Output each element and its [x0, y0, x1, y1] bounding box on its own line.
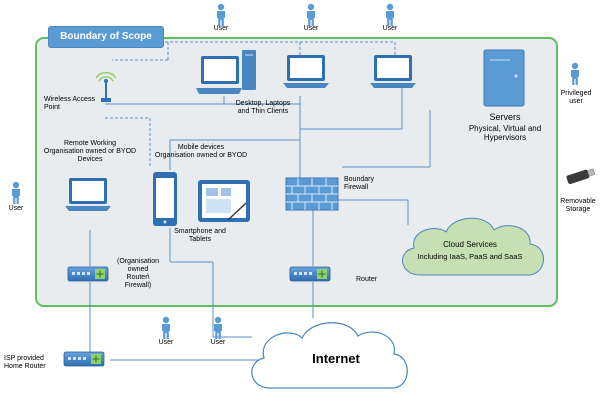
user-icon [307, 3, 315, 27]
servers-title: Servers [489, 112, 521, 122]
boundary-title: Boundary of Scope [48, 26, 164, 48]
laptop-icon [283, 55, 329, 88]
router-label: Router [356, 276, 378, 283]
cloud-icon [402, 217, 544, 276]
router-icon [63, 351, 105, 367]
user-icon [162, 316, 170, 339]
usb-storage-icon [566, 168, 596, 185]
servers-subtitle: Physical, Virtual and Hypervisors [468, 124, 542, 143]
smartphone-tablets-label: Smartphone and Tablets [174, 228, 226, 244]
user-icon [12, 181, 20, 204]
connections [89, 86, 431, 361]
user-icon [214, 316, 222, 339]
privileged-user-label: Privileged user [560, 90, 592, 106]
wireless-ap-label: Wireless Access Point [44, 96, 95, 112]
user-label: User [8, 205, 24, 212]
internet-label: Internet [312, 351, 360, 366]
org-router-label: (Organisation owned Router\ Firewall) [116, 258, 160, 290]
user-label: User [382, 25, 398, 32]
mobile-devices-label: Mobile devices Organisation owned or BYO… [154, 144, 248, 160]
user-icon [217, 3, 225, 27]
server-icon [483, 49, 525, 107]
desktop-icon [196, 50, 256, 94]
isp-router-label: ISP provided Home Router [4, 355, 46, 371]
remote-working-label: Remote Working Organisation owned or BYO… [43, 140, 137, 164]
router-icon [67, 266, 109, 282]
user-label: User [213, 25, 229, 32]
tablet-icon [198, 180, 250, 222]
wireless-ap-icon [95, 71, 117, 102]
cloud-services-title: Cloud Services [443, 240, 497, 249]
boundary-firewall-label: Boundary Firewall [344, 176, 374, 192]
user-label: User [158, 339, 174, 346]
router-icon [289, 266, 331, 282]
firewall-icon [285, 177, 339, 211]
user-icon [386, 3, 394, 27]
laptop-icon [65, 178, 111, 211]
cloud-icon [251, 322, 408, 389]
removable-storage-label: Removable Storage [560, 198, 596, 214]
user-label: User [303, 25, 319, 32]
user-label: User [210, 339, 226, 346]
laptop-icon [370, 55, 416, 88]
smartphone-icon [153, 172, 177, 226]
desktop-laptops-label: Desktop, Laptops and Thin Clients [235, 100, 291, 116]
cloud-services-subtitle: Including IaaS, PaaS and SaaS [417, 252, 523, 261]
privileged-user-icon [571, 62, 579, 85]
